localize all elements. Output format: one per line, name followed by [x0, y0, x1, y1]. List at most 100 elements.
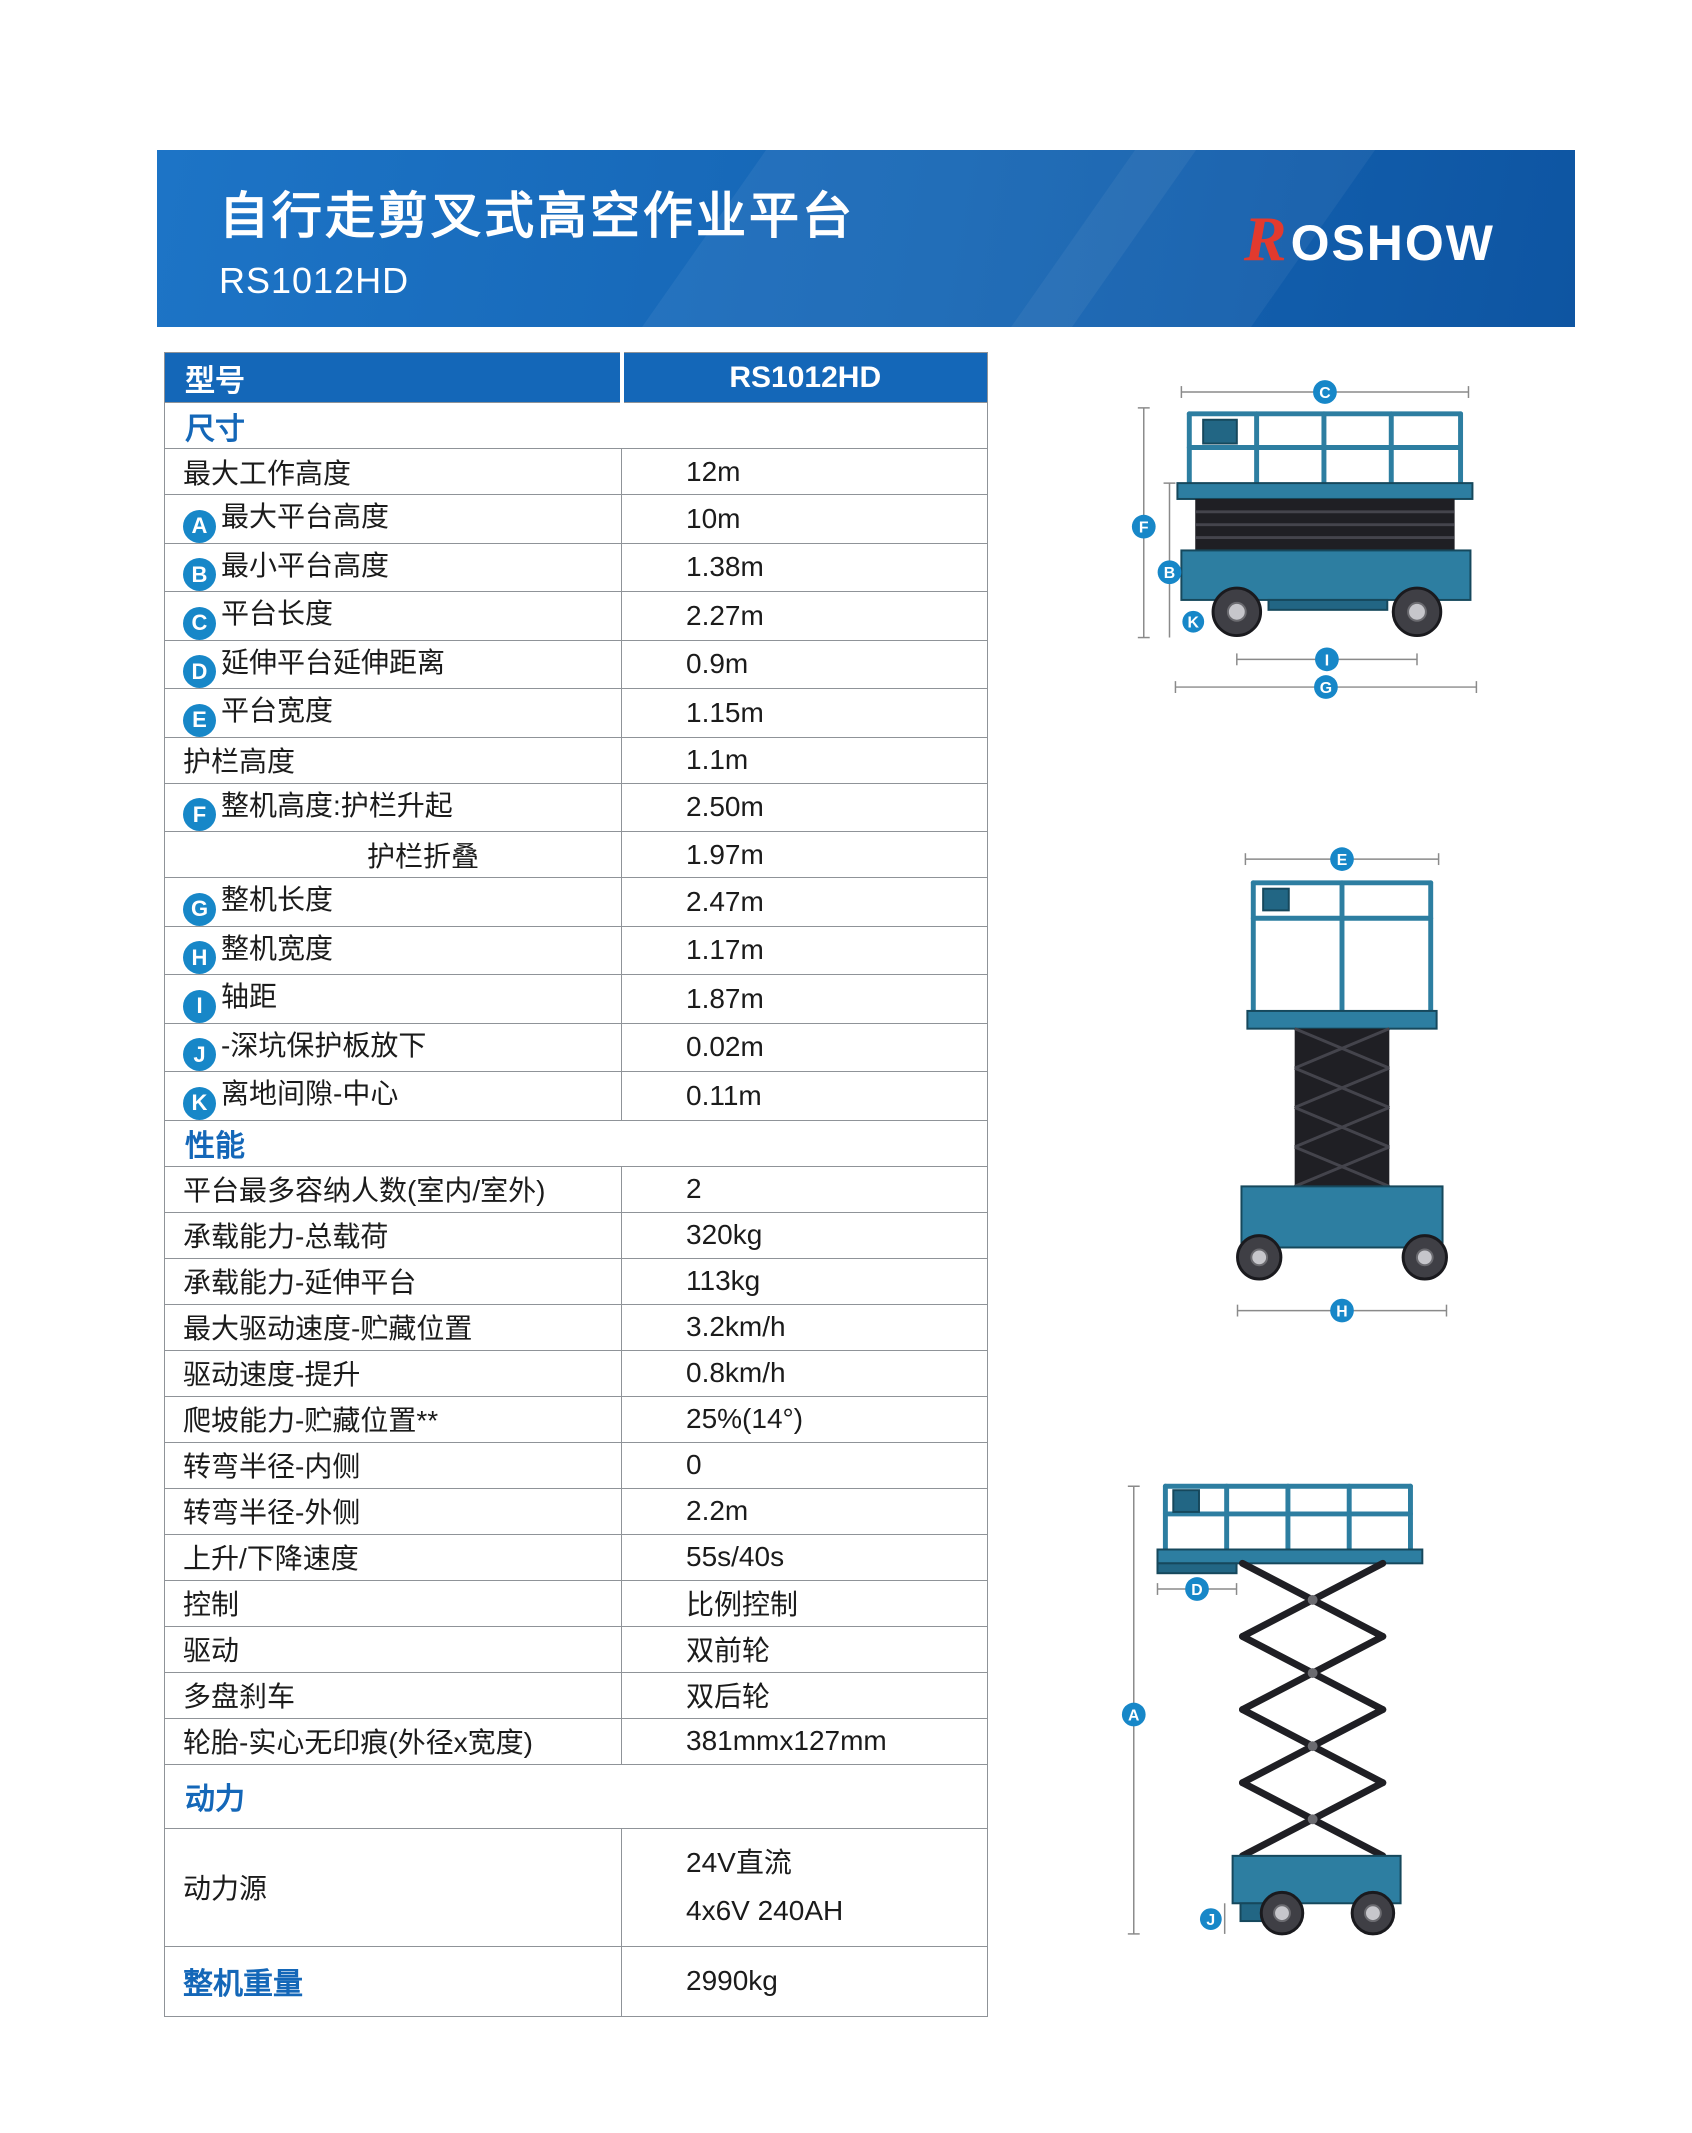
- spec-label: 上升/下降速度: [183, 1543, 359, 1574]
- spec-label: 最小平台高度: [221, 549, 390, 581]
- dim-letter-badge: I: [183, 989, 216, 1023]
- section-row: 性能: [164, 1119, 988, 1167]
- dim-letter-badge: D: [183, 655, 216, 688]
- spec-value: 2.47m: [686, 885, 764, 917]
- spec-value-cell: 1.97m: [621, 831, 988, 878]
- spec-value: 10m: [686, 502, 741, 534]
- spec-label: 最大工作高度: [183, 457, 352, 489]
- spec-row: 最大工作高度 12m: [164, 448, 988, 495]
- spec-value-cell: 2.2m: [621, 1487, 988, 1535]
- spec-value: 4x6V 240AH: [686, 1895, 844, 1926]
- dim-badge-f: F: [1131, 514, 1156, 539]
- spec-value: 55s/40s: [686, 1541, 785, 1572]
- spec-value: 2: [686, 1173, 702, 1204]
- spec-value: 0.11m: [686, 1079, 762, 1111]
- spec-value: 1.15m: [686, 696, 764, 728]
- spec-value: 0.02m: [686, 1031, 764, 1063]
- svg-text:G: G: [1320, 680, 1332, 697]
- control-box: [1202, 418, 1238, 445]
- spec-label: 轴距: [221, 981, 278, 1012]
- spec-label-cell: 护栏折叠: [164, 831, 622, 878]
- spec-label: 控制: [183, 1589, 240, 1620]
- spec-label-cell: 最大工作高度: [164, 448, 622, 495]
- spec-value-cell: 双后轮: [621, 1671, 988, 1719]
- spec-value: 24V直流: [686, 1847, 792, 1878]
- model-subtitle: RS1012HD: [219, 259, 410, 301]
- spec-label: 转弯半径-外侧: [183, 1497, 361, 1528]
- extension-deck: [1156, 1562, 1238, 1575]
- spec-label-cell: 护栏高度: [164, 736, 622, 784]
- spec-value-cell: 0: [621, 1441, 988, 1489]
- spec-row: 转弯半径-外侧 2.2m: [164, 1487, 988, 1535]
- spec-value-cell: 1.1m: [621, 736, 988, 784]
- dim-letter-badge: H: [183, 941, 216, 974]
- spec-label: 平台长度: [221, 598, 334, 629]
- spec-value-cell: 1.15m: [621, 688, 988, 738]
- section-row: 动力: [164, 1763, 988, 1829]
- svg-text:K: K: [1188, 615, 1200, 632]
- spec-value: 双后轮: [686, 1681, 771, 1712]
- spec-label: 平台最多容纳人数(室内/室外): [183, 1175, 546, 1206]
- spec-value: 0.9m: [686, 648, 749, 680]
- svg-text:F: F: [1139, 520, 1149, 537]
- spec-label-cell: 驱动速度-提升: [164, 1349, 622, 1397]
- spec-value-cell: 2.50m: [621, 782, 988, 832]
- spec-value: 1.38m: [686, 551, 764, 583]
- spec-label: 承载能力-延伸平台: [183, 1267, 417, 1298]
- spec-value-cell: 10m: [621, 494, 988, 544]
- model-header-value: RS1012HD: [619, 352, 988, 403]
- spec-label-cell: 上升/下降速度: [164, 1533, 622, 1581]
- spec-row: 动力源 24V直流 4x6V 240AH: [164, 1827, 988, 1947]
- spec-row: 多盘刹车双后轮: [164, 1671, 988, 1719]
- spec-label: 驱动速度-提升: [183, 1359, 361, 1390]
- spec-value: 113kg: [686, 1265, 761, 1296]
- spec-label: 整机高度:护栏升起: [221, 789, 453, 821]
- spec-value: 2990kg: [686, 1965, 778, 1996]
- diagram-front-view: E H: [1204, 845, 1480, 1373]
- svg-text:C: C: [1319, 385, 1330, 402]
- dim-letter-badge: K: [183, 1086, 216, 1120]
- spec-label: 延伸平台延伸距离: [221, 646, 446, 678]
- spec-value-cell: 双前轮: [621, 1625, 988, 1673]
- spec-label: 轮胎-实心无印痕(外径x宽度): [183, 1727, 533, 1758]
- section-label: 性能: [164, 1119, 988, 1167]
- diagram-side-view-stowed: C F B K I G: [1120, 378, 1516, 710]
- spec-label: 爬坡能力-贮藏位置**: [183, 1405, 439, 1436]
- spec-label: 动力源: [183, 1873, 268, 1904]
- spec-row: 承载能力-延伸平台 113kg: [164, 1257, 988, 1305]
- spec-value: 1.87m: [686, 982, 764, 1014]
- spec-label: 离地间隙-中心: [221, 1078, 399, 1109]
- spec-value-cell: 0.8km/h: [621, 1349, 988, 1397]
- spec-value: 25%(14°): [686, 1403, 804, 1434]
- spec-value: 381mmx127mm: [686, 1725, 887, 1756]
- spec-label-cell: 承载能力-延伸平台: [164, 1257, 622, 1305]
- spec-value-cell: 55s/40s: [621, 1533, 988, 1581]
- spec-value-cell: 0.02m: [621, 1022, 988, 1072]
- spec-label-cell: 动力源: [164, 1827, 622, 1947]
- dim-badge-a: A: [1121, 1702, 1146, 1727]
- svg-text:H: H: [1336, 1303, 1347, 1320]
- spec-label: 护栏折叠: [367, 840, 480, 872]
- spec-label: 最大平台高度: [221, 501, 390, 532]
- spec-value-cell: 12m: [621, 448, 988, 495]
- logo-r-mark: R: [1243, 202, 1289, 274]
- logo-wordmark: OSHOW: [1290, 214, 1495, 271]
- dim-letter-badge: E: [183, 703, 216, 737]
- spec-value: 320kg: [686, 1219, 763, 1250]
- spec-value: 0: [686, 1449, 702, 1480]
- spec-value-cell: 2: [621, 1165, 988, 1213]
- spec-value-cell: 2.27m: [621, 591, 988, 641]
